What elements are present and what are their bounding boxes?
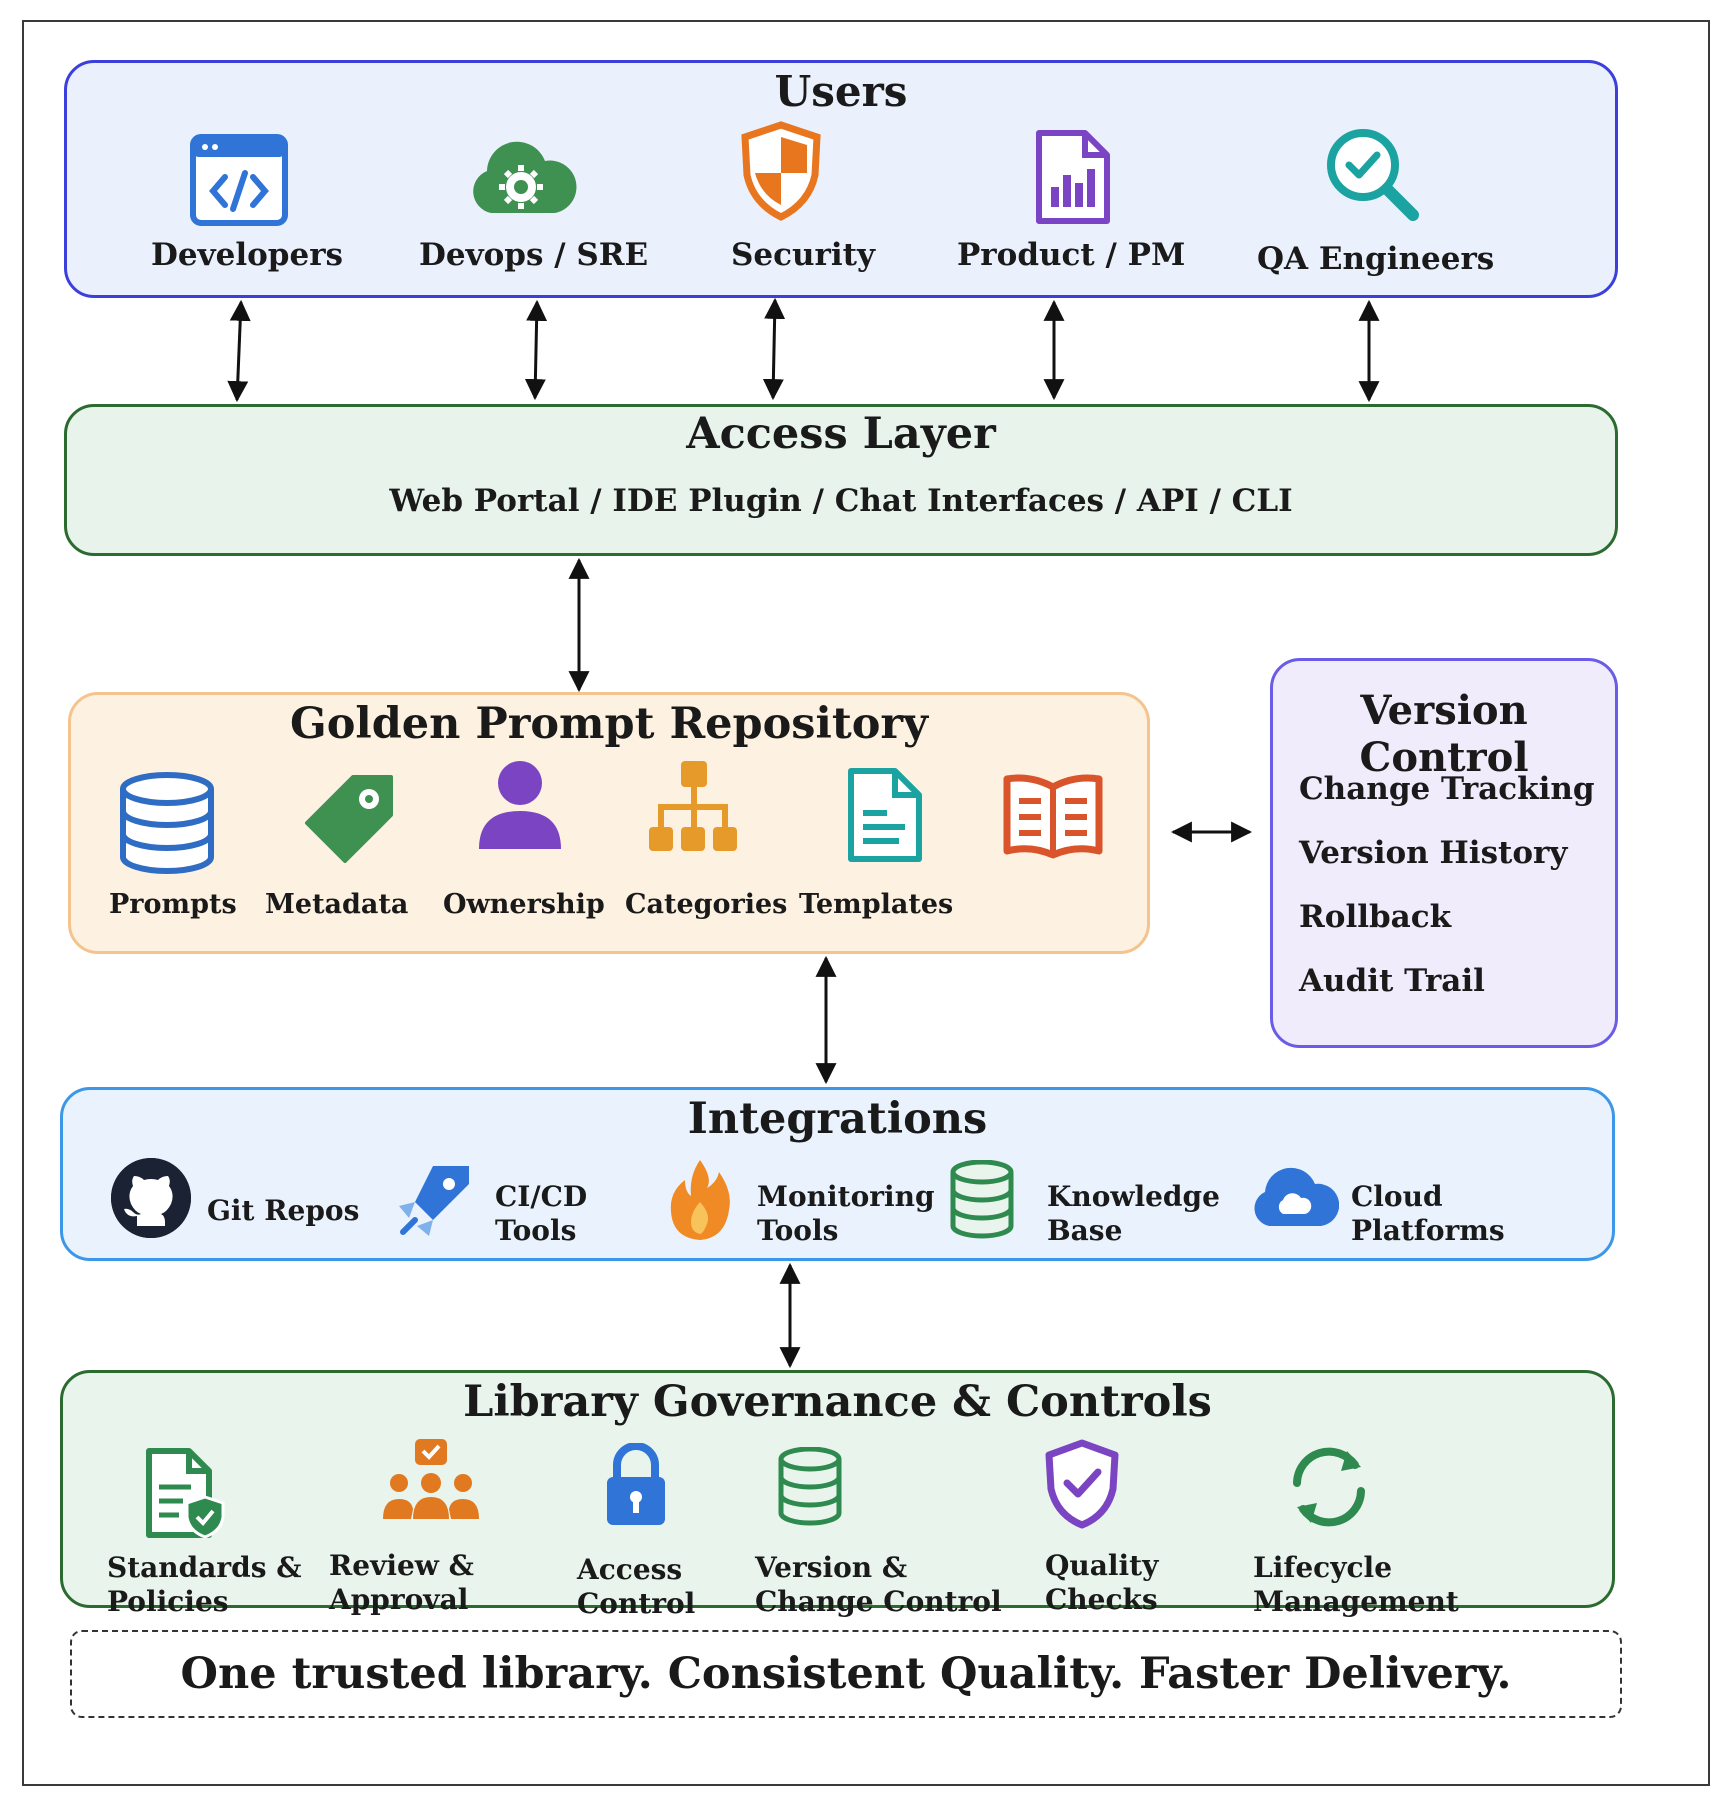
vc-item-change-tracking: Change Tracking: [1299, 771, 1595, 807]
gov-standards-line2: Policies: [107, 1585, 229, 1618]
user-devops-label: Devops / SRE: [419, 237, 649, 273]
open-book-icon: [1003, 774, 1103, 859]
document-icon: [848, 768, 922, 862]
repo-prompts-label: Prompts: [109, 889, 237, 920]
gov-lifecycle-line2: Management: [1253, 1585, 1459, 1618]
vc-item-rollback: Rollback: [1299, 899, 1452, 935]
integration-git-line1: Git Repos: [207, 1194, 360, 1227]
integrations-title: Integrations: [687, 1094, 988, 1144]
gov-quality-line2: Checks: [1045, 1583, 1158, 1616]
github-icon: [111, 1158, 191, 1238]
version-control-box: Version Control Change Tracking Version …: [1270, 658, 1618, 1048]
user-qa-label: QA Engineers: [1257, 241, 1495, 277]
repo-templates-label: Templates: [799, 889, 954, 920]
integration-knowledge-line2: Base: [1047, 1214, 1123, 1247]
gov-access-line1: Access: [577, 1553, 683, 1586]
magnifier-check-icon: [1327, 129, 1419, 221]
shield-icon: [741, 121, 821, 221]
access-layer-channels: Web Portal / IDE Plugin / Chat Interface…: [389, 483, 1293, 519]
gov-standards-line1: Standards &: [107, 1551, 302, 1584]
gov-review-line2: Approval: [329, 1583, 469, 1616]
integration-monitoring-line2: Tools: [757, 1214, 839, 1247]
shield-check-icon: [1045, 1439, 1119, 1529]
library-governance-box: Library Governance & Controls Standards …: [60, 1370, 1615, 1620]
integration-cicd-line1: CI/CD: [495, 1180, 588, 1213]
integration-knowledge-line1: Knowledge: [1047, 1180, 1220, 1213]
user-product-label: Product / PM: [957, 237, 1186, 273]
integration-cloud-line2: Platforms: [1351, 1214, 1505, 1247]
vc-item-audit-trail: Audit Trail: [1299, 963, 1485, 999]
padlock-icon: [607, 1443, 665, 1525]
repo-metadata-label: Metadata: [265, 889, 409, 920]
cloud-icon: [1254, 1167, 1339, 1226]
integrations-box: Integrations Git Repos CI/CD Tools Monit…: [60, 1087, 1615, 1261]
gov-access-line2: Control: [577, 1587, 696, 1620]
arrow-devops-access: [524, 299, 548, 401]
gov-quality-line1: Quality: [1045, 1549, 1159, 1582]
hierarchy-icon: [649, 761, 737, 851]
governance-title: Library Governance & Controls: [463, 1377, 1212, 1427]
team-review-icon: [383, 1439, 479, 1519]
gov-lifecycle-line1: Lifecycle: [1253, 1551, 1393, 1584]
refresh-cycle-icon: [1293, 1447, 1365, 1527]
integration-cicd-line2: Tools: [495, 1214, 577, 1247]
report-chart-icon: [1036, 130, 1110, 224]
policy-document-icon: [146, 1448, 225, 1539]
vc-item-version-history: Version History: [1299, 835, 1568, 871]
repo-categories-label: Categories: [625, 889, 788, 920]
version-control-title: Version Control: [1359, 687, 1529, 781]
database-icon: [778, 1447, 842, 1526]
gov-review-line1: Review &: [329, 1549, 474, 1582]
arrow-developers-access: [227, 299, 251, 403]
database-icon: [120, 772, 214, 874]
database-icon: [950, 1160, 1014, 1239]
user-developers-label: Developers: [151, 237, 343, 273]
users-box: Users Developers Devops / SRE Security: [64, 60, 1618, 298]
golden-prompt-repository-box: Golden Prompt Repository Prompts Metadat…: [68, 692, 1150, 954]
user-security-label: Security: [731, 237, 875, 273]
pipeline-icon: [399, 1166, 469, 1236]
repo-ownership-label: Ownership: [443, 889, 605, 920]
tag-icon: [305, 775, 393, 863]
flame-icon: [670, 1160, 730, 1240]
access-layer-title: Access Layer: [686, 409, 996, 459]
code-window-icon: [190, 134, 288, 226]
tagline-text: One trusted library. Consistent Quality.…: [180, 1649, 1512, 1699]
repository-title: Golden Prompt Repository: [289, 699, 929, 749]
person-icon: [479, 761, 561, 849]
users-title: Users: [774, 67, 908, 116]
access-layer-box: Access Layer Web Portal / IDE Plugin / C…: [64, 404, 1618, 556]
integration-monitoring-line1: Monitoring: [757, 1180, 935, 1213]
tagline-banner: One trusted library. Consistent Quality.…: [70, 1630, 1622, 1718]
integration-cloud-line1: Cloud: [1351, 1180, 1443, 1213]
cloud-gear-icon: [473, 141, 577, 213]
gov-version-line1: Version &: [755, 1551, 908, 1584]
arrow-security-access: [762, 297, 786, 401]
gov-version-line2: Change Control: [755, 1585, 1002, 1618]
diagram-frame: [22, 20, 1710, 1786]
